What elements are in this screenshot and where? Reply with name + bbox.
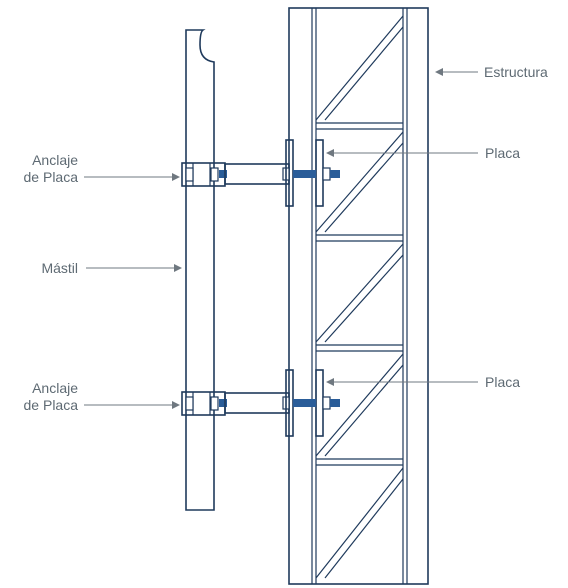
upper-structure-plate bbox=[315, 139, 324, 207]
upper-anchor-bolt-head-right bbox=[210, 167, 219, 182]
structure-diagonal-brace bbox=[324, 478, 404, 579]
label-mastil: Mástil bbox=[41, 260, 78, 276]
structure-outer-frame bbox=[288, 7, 429, 585]
upper-bolt-nut bbox=[330, 170, 340, 178]
mast bbox=[185, 29, 215, 511]
lower-anchor-bolt-head-left bbox=[185, 396, 194, 411]
lower-anchor-assembly bbox=[181, 369, 340, 437]
lower-structure-plate bbox=[315, 369, 324, 437]
upper-through-bolt bbox=[293, 170, 316, 178]
upper-anchor-arm bbox=[224, 163, 290, 185]
structure-diagonal-brace bbox=[324, 26, 404, 121]
lower-anchor-arm bbox=[224, 392, 290, 414]
label-placa-top: Placa bbox=[485, 145, 520, 161]
structure-diagonal-brace bbox=[324, 254, 404, 343]
lattice-structure bbox=[288, 7, 429, 585]
structure-diagonal-brace bbox=[315, 353, 404, 457]
lower-bolt-washer bbox=[322, 396, 331, 410]
label-anclaje-top-line1: Anclaje bbox=[32, 152, 78, 168]
label-anclaje-top-line2: de Placa bbox=[24, 169, 79, 185]
upper-bolt-washer bbox=[322, 167, 331, 181]
labels: Estructura Placa Placa Anclaje de Placa … bbox=[24, 64, 548, 413]
label-estructura: Estructura bbox=[484, 64, 548, 80]
label-anclaje-bottom-line2: de Placa bbox=[24, 397, 79, 413]
structure-panels bbox=[315, 15, 404, 579]
structure-diagonal-brace bbox=[315, 131, 404, 233]
lower-anchor-nut bbox=[219, 399, 227, 407]
lower-bolt-nut bbox=[330, 399, 340, 407]
label-anclaje-bottom-line1: Anclaje bbox=[32, 380, 78, 396]
structure-diagonal-brace bbox=[324, 364, 404, 457]
label-placa-bottom: Placa bbox=[485, 374, 520, 390]
upper-anchor-bolt-head-left bbox=[185, 167, 194, 182]
structure-diagonal-brace bbox=[315, 15, 404, 121]
structure-diagonal-brace bbox=[315, 467, 404, 579]
upper-anchor-assembly bbox=[181, 139, 340, 207]
mast-outline bbox=[185, 29, 215, 511]
pointer-lines bbox=[84, 68, 478, 409]
structure-diagonal-brace bbox=[324, 142, 404, 233]
lower-anchor-bolt-head-right bbox=[210, 396, 219, 411]
structure-diagonal-brace bbox=[315, 243, 404, 343]
lower-through-bolt bbox=[293, 399, 316, 407]
upper-anchor-nut bbox=[219, 170, 227, 178]
